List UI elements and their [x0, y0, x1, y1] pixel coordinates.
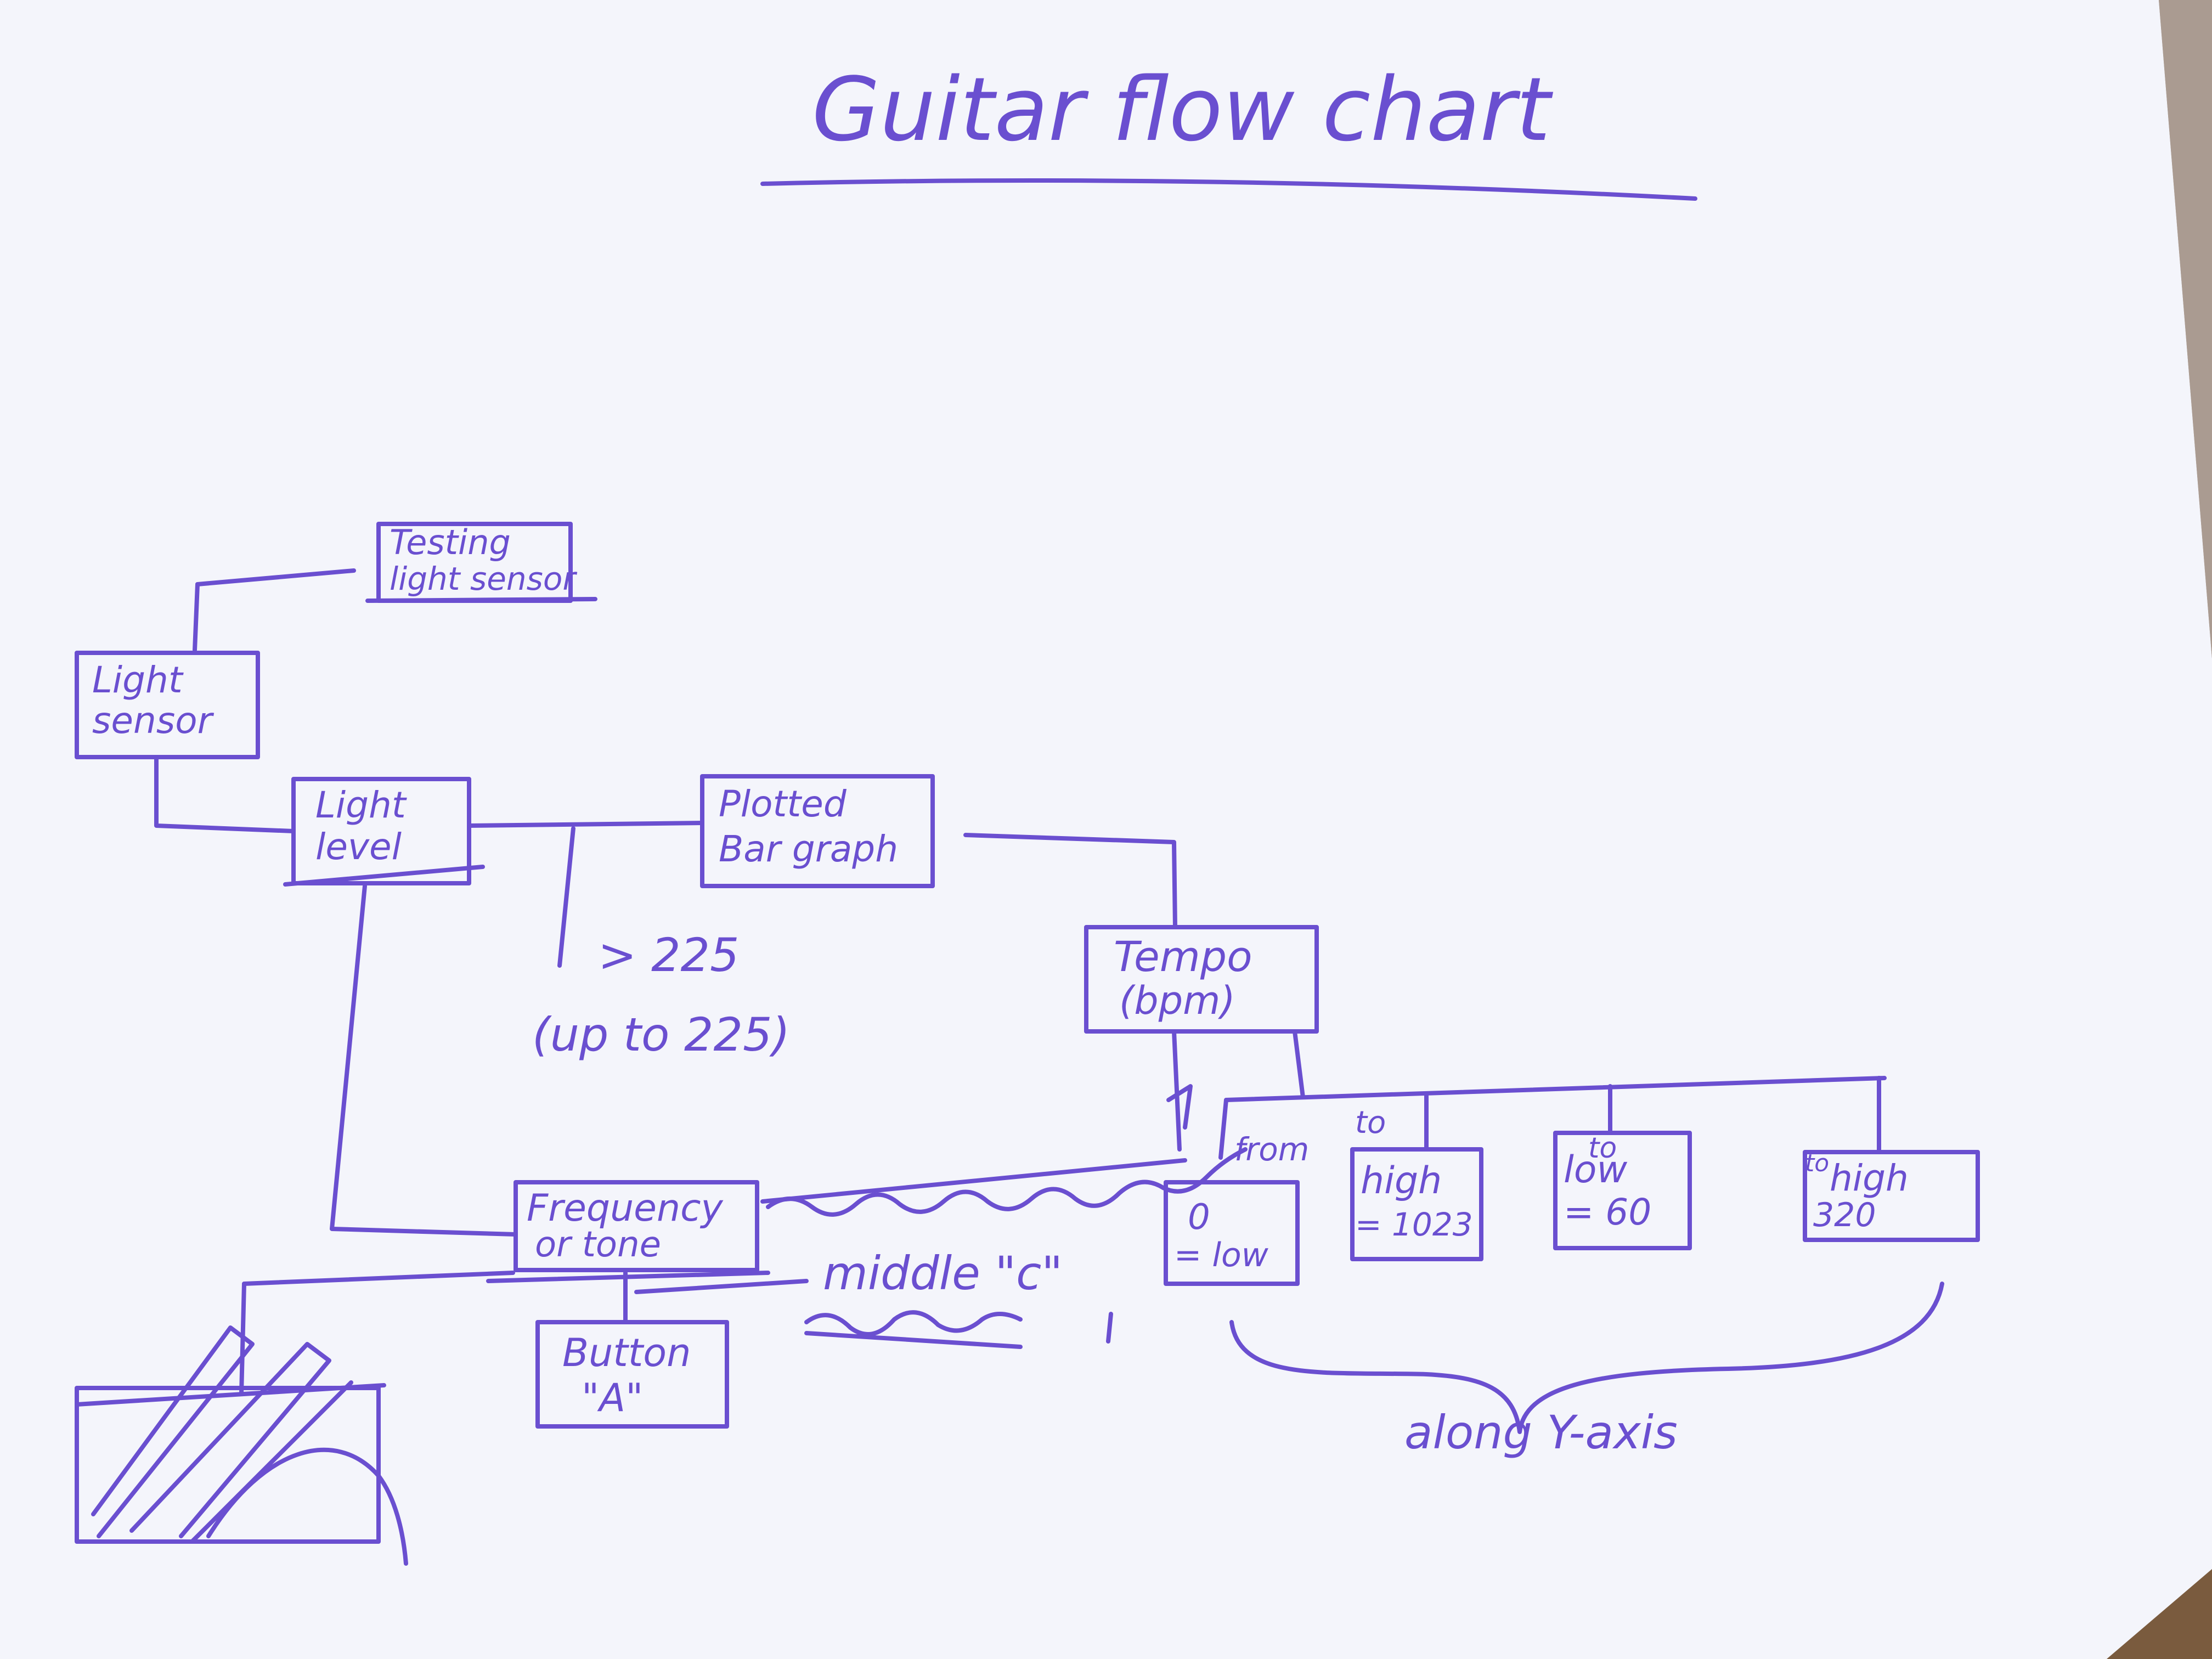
node-button-line2: "A" — [582, 1375, 643, 1420]
node-button-line1: Button — [562, 1330, 691, 1375]
node-tempo-line2: (bpm) — [1119, 978, 1235, 1023]
label-threshold: > 225 — [598, 928, 739, 982]
paper-shadow — [2159, 0, 2212, 658]
label-to-a: to — [1355, 1105, 1386, 1141]
title-underline — [760, 178, 1697, 201]
node-underline — [486, 1271, 770, 1283]
node-box-plotted-bar-graph — [700, 774, 935, 888]
node-box-tempo — [1084, 925, 1319, 1034]
node-box-high-320 — [1803, 1150, 1980, 1242]
node-underline — [365, 597, 597, 603]
node-testing-line1: Testing — [390, 522, 511, 562]
connector — [634, 1279, 809, 1294]
node-light-sensor-line1: Light — [92, 659, 184, 701]
arrow-head — [1166, 1084, 1193, 1130]
connector-bus — [1224, 1076, 1887, 1102]
node-tempo-line1: Tempo — [1114, 932, 1252, 981]
node-light-level-line2: level — [315, 826, 402, 868]
node-high1023-line1: high — [1361, 1159, 1442, 1203]
label-along-y-axis: along Y-axis — [1404, 1406, 1678, 1459]
connector — [1218, 1098, 1228, 1160]
node-zero-line1: 0 — [1188, 1197, 1210, 1238]
sketch-frame — [242, 1271, 515, 1286]
connector — [1172, 1029, 1182, 1152]
node-testing-line2: light sensor — [390, 560, 577, 597]
node-low60-line2: = 60 — [1564, 1191, 1651, 1233]
tick-mark — [1106, 1312, 1113, 1344]
node-light-level-line1: Light — [315, 784, 407, 826]
node-high320-line2: 320 — [1813, 1196, 1876, 1234]
node-plotted-line2: Bar graph — [719, 828, 898, 870]
label-to-b: to — [1588, 1132, 1617, 1165]
scribble — [804, 1310, 1023, 1336]
connector — [1293, 1029, 1305, 1099]
scribble — [804, 1331, 1023, 1349]
node-light-sensor-line2: sensor — [92, 699, 215, 742]
connector — [195, 568, 356, 586]
node-zero-line2: = low — [1174, 1236, 1269, 1274]
connector — [330, 884, 518, 1237]
connector — [963, 833, 1177, 929]
connector — [557, 826, 575, 968]
node-box-light-sensor — [75, 651, 260, 759]
page-title: Guitar flow chart — [812, 58, 1553, 161]
node-high1023-line2: = 1023 — [1355, 1206, 1473, 1243]
node-frequency-line2: or tone — [535, 1224, 661, 1265]
node-box-high-1023 — [1350, 1147, 1483, 1261]
sketch-line — [75, 1383, 386, 1407]
node-box-zero-low — [1164, 1180, 1300, 1286]
brace — [1229, 1282, 1944, 1434]
connector — [193, 582, 200, 652]
strike-line — [760, 1158, 1187, 1204]
node-high320-line1: high — [1830, 1157, 1909, 1199]
node-plotted-line1: Plotted — [719, 783, 847, 825]
node-box-low-60 — [1553, 1131, 1692, 1250]
node-underline — [283, 865, 485, 887]
label-middle-c: middle "c" — [823, 1246, 1063, 1300]
scribble-out — [91, 1325, 353, 1544]
label-to-c: to — [1805, 1149, 1829, 1177]
connector — [467, 821, 704, 828]
connector — [154, 756, 296, 833]
squiggle-line — [766, 1147, 1248, 1217]
node-frequency-line1: Frequency — [527, 1187, 723, 1230]
node-box-frequency — [514, 1180, 759, 1272]
node-box-button-a — [535, 1320, 729, 1429]
label-threshold-note: (up to 225) — [532, 1008, 790, 1062]
node-low60-line1: low — [1564, 1148, 1627, 1192]
